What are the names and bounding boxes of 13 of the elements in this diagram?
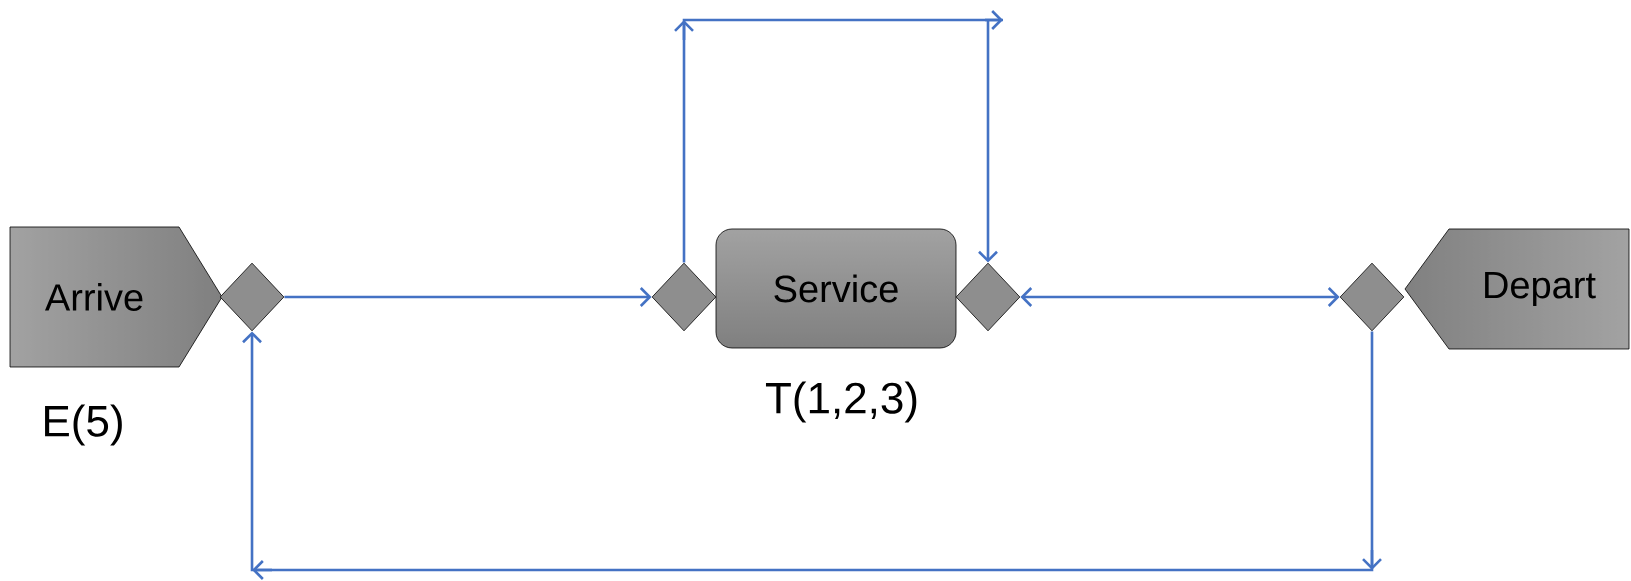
arrow xyxy=(674,10,1005,264)
arrow xyxy=(242,331,1382,580)
depart-pentagon: Depart xyxy=(1404,228,1630,350)
diamond xyxy=(651,262,717,332)
diamond xyxy=(955,262,1021,332)
arrow xyxy=(284,287,652,307)
process-box: Service xyxy=(715,228,957,349)
node-caption: T(1,2,3) xyxy=(766,381,917,423)
node-caption: E(5) xyxy=(45,404,122,446)
diamond xyxy=(1339,262,1405,332)
arrive-pentagon: Arrive xyxy=(9,226,223,368)
arrow xyxy=(1020,287,1340,307)
diamond xyxy=(219,262,285,332)
